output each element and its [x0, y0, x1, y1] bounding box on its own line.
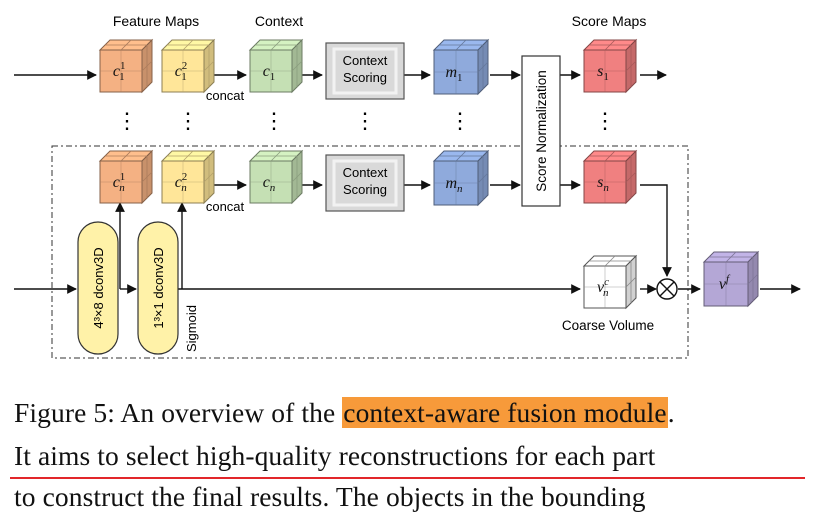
feature-maps-label: Feature Maps [113, 13, 199, 29]
ellipsis-5: ⋮ [449, 108, 471, 133]
concat-label-1: concat [206, 88, 245, 103]
ellipsis-1: ⋮ [116, 108, 138, 133]
red-underline [10, 477, 805, 479]
score-normalization-box [521, 55, 561, 207]
conv-b-pill [137, 221, 179, 355]
ellipsis-3: ⋮ [263, 108, 285, 133]
figure-caption-line-1: Figure 5: An overview of the context-awa… [14, 397, 675, 429]
score-normalization-label: Score Normalization [534, 70, 549, 192]
caption-highlight: context-aware fusion module [342, 397, 668, 428]
context-scoring-1-line2: Scoring [343, 70, 387, 85]
cube-s-1: s1 [582, 38, 638, 94]
cube-m-n: mn [432, 149, 490, 207]
coarse-volume-label: Coarse Volume [562, 318, 654, 333]
cube-label-fused: vf [719, 273, 731, 293]
cube-label-s-1: s1 [597, 63, 609, 83]
context-scoring-1-line1: Context [343, 53, 388, 68]
cube-label-m-n: mn [445, 175, 463, 195]
context-label: Context [255, 13, 303, 29]
context-scoring-n-line1: Context [343, 165, 388, 180]
cube-ctx-n: cn [248, 149, 304, 205]
sigmoid-label: Sigmoid [184, 305, 199, 352]
cube-ctx-1: c1 [248, 38, 304, 94]
cube-m-1: m1 [432, 38, 490, 96]
caption-suffix: . [667, 397, 675, 428]
caption-prefix: Figure 5: An overview of the [14, 397, 343, 428]
cube-label-m-1: m1 [445, 64, 462, 84]
multiply-icon [656, 278, 678, 300]
conv-b-label: 1³×1 dconv3D [151, 247, 166, 328]
cube-label-ctx-n: cn [263, 174, 276, 194]
score-maps-label: Score Maps [572, 13, 647, 29]
conv-a-pill [77, 221, 119, 355]
ellipsis-4: ⋮ [354, 108, 376, 133]
ellipsis-2: ⋮ [177, 108, 199, 133]
cube-label-ctx-1: c1 [263, 63, 276, 83]
concat-label-n: concat [206, 199, 245, 214]
cube-fused: vf [702, 250, 760, 308]
context-scoring-n-line2: Scoring [343, 182, 387, 197]
ellipsis-6: ⋮ [594, 108, 616, 133]
fusion-module-diagram: 4³×8 dconv3D 1³×1 dconv3D Sigmoid Score … [14, 13, 801, 359]
cube-s-n: sn [582, 149, 638, 205]
cube-label-s-n: sn [597, 174, 609, 194]
context-scoring-1: Context Scoring [325, 42, 405, 100]
connections [14, 70, 801, 294]
figure-caption-line-3: to construct the final results. The obje… [14, 481, 646, 512]
figure-caption-line-2: It aims to select high-quality reconstru… [14, 440, 656, 471]
conv-a-label: 4³×8 dconv3D [91, 247, 106, 328]
context-scoring-n: Context Scoring [325, 154, 405, 212]
dashed-region [51, 145, 689, 359]
